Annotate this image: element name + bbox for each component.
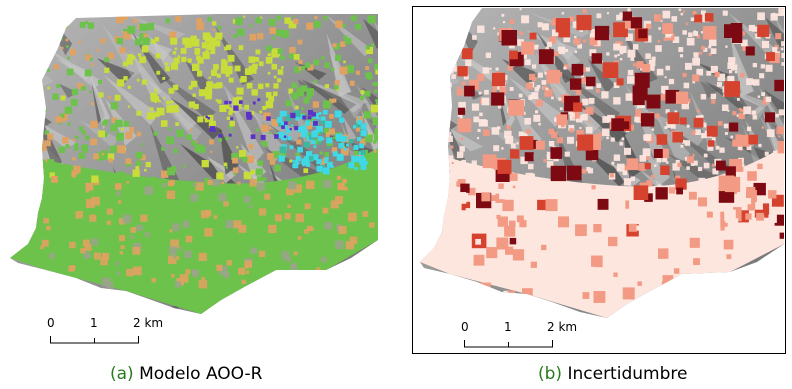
map-frame <box>412 6 786 354</box>
scale-label-0: 0 <box>47 316 55 330</box>
map-panel-b: 0 1 2 km <box>412 6 786 354</box>
scale-label-1: 1 <box>90 316 98 330</box>
caption-tag: (b) <box>538 364 563 384</box>
caption-a: (a) Modelo AOO-R <box>110 364 262 384</box>
caption-b: (b) Incertidumbre <box>538 364 687 384</box>
scale-bar-a: 0 1 2 km <box>47 316 170 344</box>
caption-text: Incertidumbre <box>567 364 688 384</box>
scale-bar-b: 0 1 2 km <box>461 320 584 348</box>
aoo-model-map <box>10 14 378 314</box>
uncertainty-map <box>420 8 784 318</box>
map-panel-a: 0 1 2 km <box>6 8 384 344</box>
scale-label-2: 2 km <box>547 320 578 334</box>
caption-tag: (a) <box>110 364 134 384</box>
scale-bar-line <box>50 336 139 344</box>
scale-bar-line <box>464 340 553 348</box>
scale-label-1: 1 <box>504 320 512 334</box>
scale-label-0: 0 <box>461 320 469 334</box>
scale-label-2: 2 km <box>133 316 164 330</box>
caption-text: Modelo AOO-R <box>139 364 263 384</box>
